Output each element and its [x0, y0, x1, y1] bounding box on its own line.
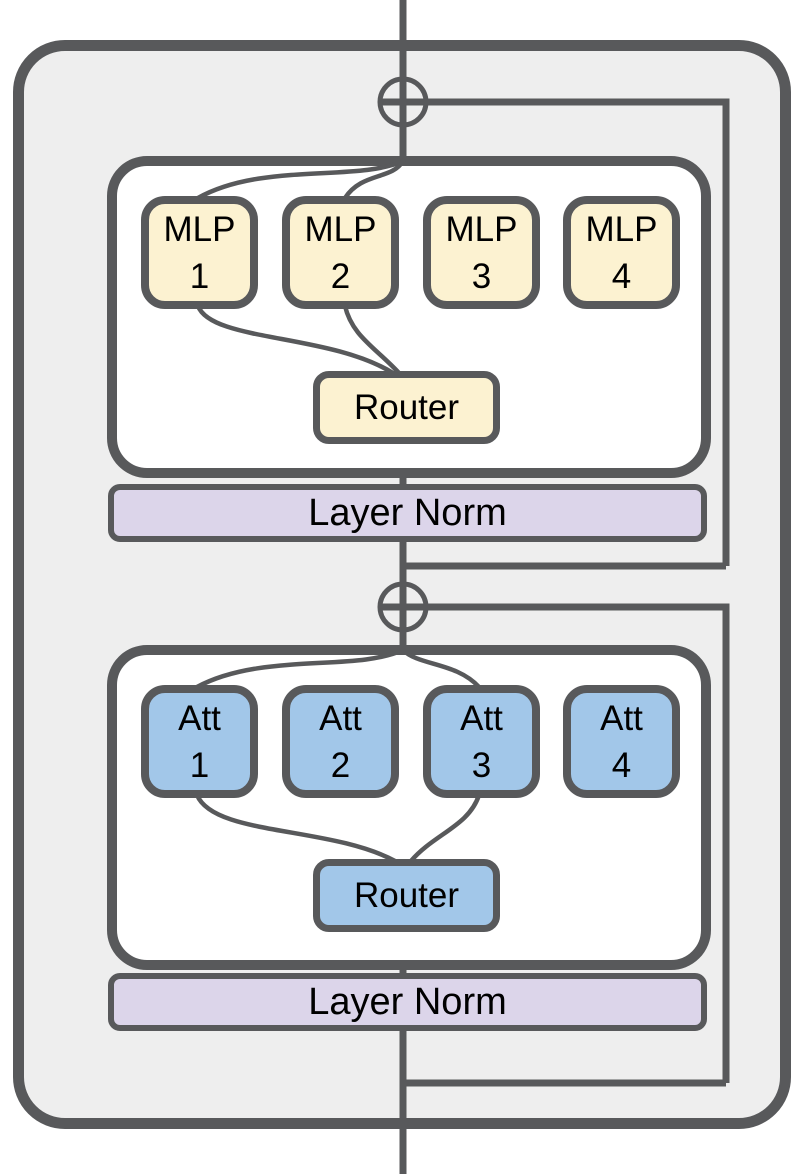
- layer-norm-upper-label: Layer Norm: [308, 492, 507, 534]
- att-expert-2-label: Att: [319, 698, 362, 738]
- layer-norm-lower: Layer Norm: [108, 973, 707, 1031]
- att-expert-2-index: 2: [330, 745, 351, 785]
- mlp-expert-2-index: 2: [330, 256, 351, 296]
- att-expert-3: Att 3: [423, 685, 540, 798]
- att-expert-2: Att 2: [282, 685, 399, 798]
- mlp-expert-3-label: MLP: [445, 209, 518, 249]
- mlp-expert-2: MLP 2: [282, 196, 399, 309]
- att-expert-1-index: 1: [189, 745, 210, 785]
- att-expert-3-label: Att: [460, 698, 503, 738]
- mlp-expert-1-index: 1: [189, 256, 210, 296]
- att-expert-3-index: 3: [471, 745, 492, 785]
- mlp-expert-1: MLP 1: [141, 196, 258, 309]
- mlp-expert-4: MLP 4: [563, 196, 680, 309]
- mlp-expert-4-label: MLP: [585, 209, 658, 249]
- att-expert-4: Att 4: [563, 685, 680, 798]
- att-expert-4-label: Att: [600, 698, 643, 738]
- mlp-expert-2-label: MLP: [304, 209, 377, 249]
- mlp-expert-3-index: 3: [471, 256, 492, 296]
- att-router-label: Router: [353, 876, 460, 915]
- att-expert-1-label: Att: [178, 698, 221, 738]
- mlp-expert-3: MLP 3: [423, 196, 540, 309]
- mlp-router-label: Router: [353, 388, 460, 427]
- att-expert-1: Att 1: [141, 685, 258, 798]
- mlp-expert-1-label: MLP: [163, 209, 236, 249]
- layer-norm-lower-label: Layer Norm: [308, 981, 507, 1023]
- layer-norm-upper: Layer Norm: [108, 484, 707, 542]
- mlp-router: Router: [313, 371, 500, 444]
- att-expert-4-index: 4: [611, 745, 632, 785]
- mlp-expert-4-index: 4: [611, 256, 632, 296]
- att-router: Router: [313, 859, 500, 932]
